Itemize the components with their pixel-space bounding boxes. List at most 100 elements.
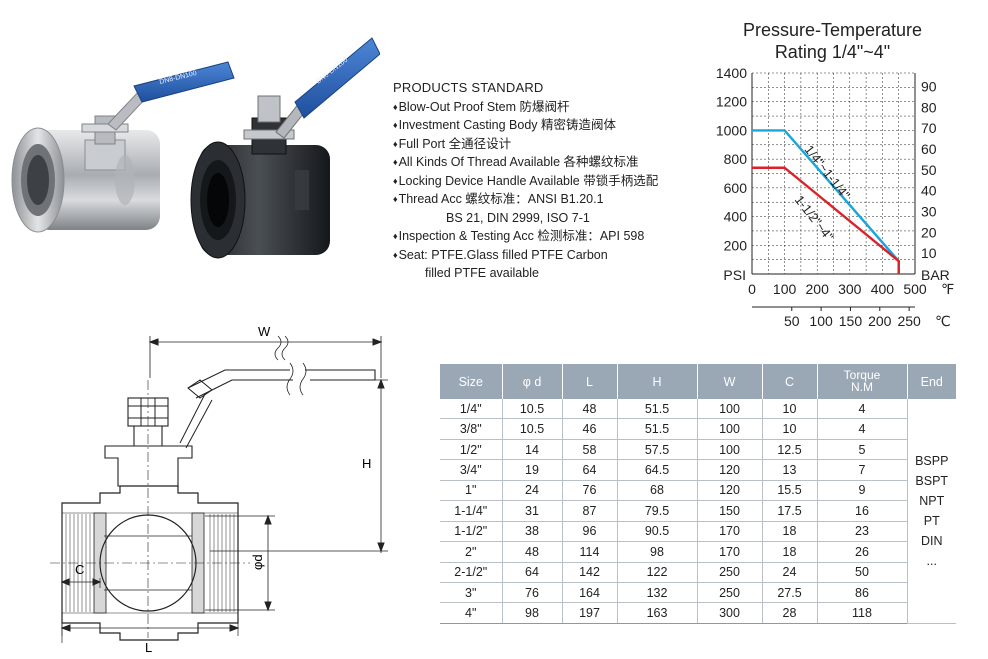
table-cell: 64 [501,562,562,583]
feature-line: ♦Seat: PTFE.Glass filled PTFE Carbon [393,247,608,262]
x-top-tick-label: 300 [838,281,862,297]
table-cell: 1/2" [440,439,502,461]
col-header-d: φ d [501,364,562,399]
table-cell: 164 [561,582,617,604]
table-cell: 1/4" [440,399,502,420]
table-cell: 10 [761,399,817,420]
table-cell: 197 [561,602,617,624]
y-left-tick-label: 1000 [716,122,747,138]
table-cell: 250 [696,562,762,583]
table-cell: 90.5 [616,521,697,543]
table-cell: 28 [761,602,817,624]
table-cell: 4 [816,399,907,420]
feature-line: ♦Investment Casting Body 精密铸造阀体 [393,118,617,132]
table-cell: 4" [440,602,502,624]
table-cell: 18 [761,541,817,563]
y-left-tick-label: 1400 [716,65,747,81]
table-cell: 48 [501,541,562,563]
table-cell: 250 [696,582,762,604]
col-header-size: Size [440,364,502,399]
y-right-tick-label: 90 [921,79,937,95]
feature-line: ♦Blow-Out Proof Stem 防爆阀杆 [393,99,570,114]
table-cell: 48 [561,399,617,420]
table-cell: 64 [561,459,617,481]
dim-label-l: L [145,640,152,655]
table-cell: 118 [816,602,907,624]
table-cell: 46 [561,418,617,440]
dim-label-c: C [75,562,84,577]
table-cell: 18 [761,521,817,543]
table-cell: 98 [501,602,562,624]
table-cell: 10.5 [501,418,562,440]
table-cell: 31 [501,500,562,522]
table-cell: 16 [816,500,907,522]
y-left-tick-label: 400 [724,209,748,225]
series-line [752,166,900,274]
feature-line: ♦Full Port 全通径设计 [393,136,512,151]
end-connection-type: DIN [920,533,943,548]
diamond-bullet-icon: ♦ [393,101,398,112]
feature-line-continued: filled PTFE available [425,266,539,280]
table-cell: 100 [696,418,762,440]
table-cell: 163 [616,602,697,624]
x-top-tick-label: 400 [871,281,895,297]
y-right-tick-label: 50 [921,162,937,178]
table-cell: 142 [561,562,617,583]
x-top-unit-label: ℉ [941,281,954,297]
table-cell: 26 [816,541,907,563]
table-cell: 122 [616,562,697,583]
y-right-tick-label: 70 [921,120,937,136]
table-cell: 14 [501,439,562,461]
dim-label-d: φd [250,554,265,570]
product-photos: DN8-DN100 DN8-DN100 [11,37,380,259]
col-header-h: H [616,364,697,399]
products-standard: PRODUCTS STANDARD ♦Blow-Out Proof Stem 防… [393,79,693,283]
table-cell: 57.5 [616,439,697,461]
table-cell: 23 [816,521,907,543]
series-label: 1-1/2"~4" [792,192,837,244]
table-cell: 114 [561,541,617,563]
feature-line-continued: BS 21, DIN 2999, ISO 7-1 [446,210,590,225]
chart-series [752,129,900,274]
table-cell: 2-1/2" [440,562,502,583]
y-left-tick-label: 600 [724,180,748,196]
table-cell: 24 [761,562,817,583]
table-cell: 1" [440,480,502,502]
table-cell: 1-1/2" [440,521,502,543]
table-cell: 10.5 [501,399,562,420]
y-right-tick-label: 40 [921,183,937,199]
chart-axes [751,73,916,311]
table-cell: 4 [816,418,907,440]
table-cell: 96 [561,521,617,543]
x-bottom-tick-label: 250 [897,313,921,329]
y-right-tick-label: 80 [921,99,937,115]
table-cell: 68 [616,480,697,502]
table-cell: 3/8" [440,418,502,440]
dim-label-w: W [258,324,271,339]
chart-grid [752,72,915,274]
table-cell: 17.5 [761,500,817,522]
end-connection-type: BSPP [915,453,949,468]
diamond-bullet-icon: ♦ [393,157,398,167]
table-cell: 87 [561,500,617,522]
diamond-bullet-icon: ♦ [393,175,398,186]
table-cell: 100 [696,399,762,420]
x-bottom-tick-label: 200 [868,313,892,329]
feature-line: ♦Thread Acc 螺纹标准：ANSI B1.20.1 [393,192,604,206]
stainless-ball-valve: DN8-DN100 [11,61,235,233]
table-cell: 24 [501,480,562,502]
diamond-bullet-icon: ♦ [393,249,398,260]
x-top-tick-label: 0 [748,281,756,297]
table-cell: 7 [816,459,907,481]
y-right-unit-label: BAR [921,267,950,283]
table-cell: 100 [696,439,762,461]
diamond-bullet-icon: ♦ [393,138,398,149]
